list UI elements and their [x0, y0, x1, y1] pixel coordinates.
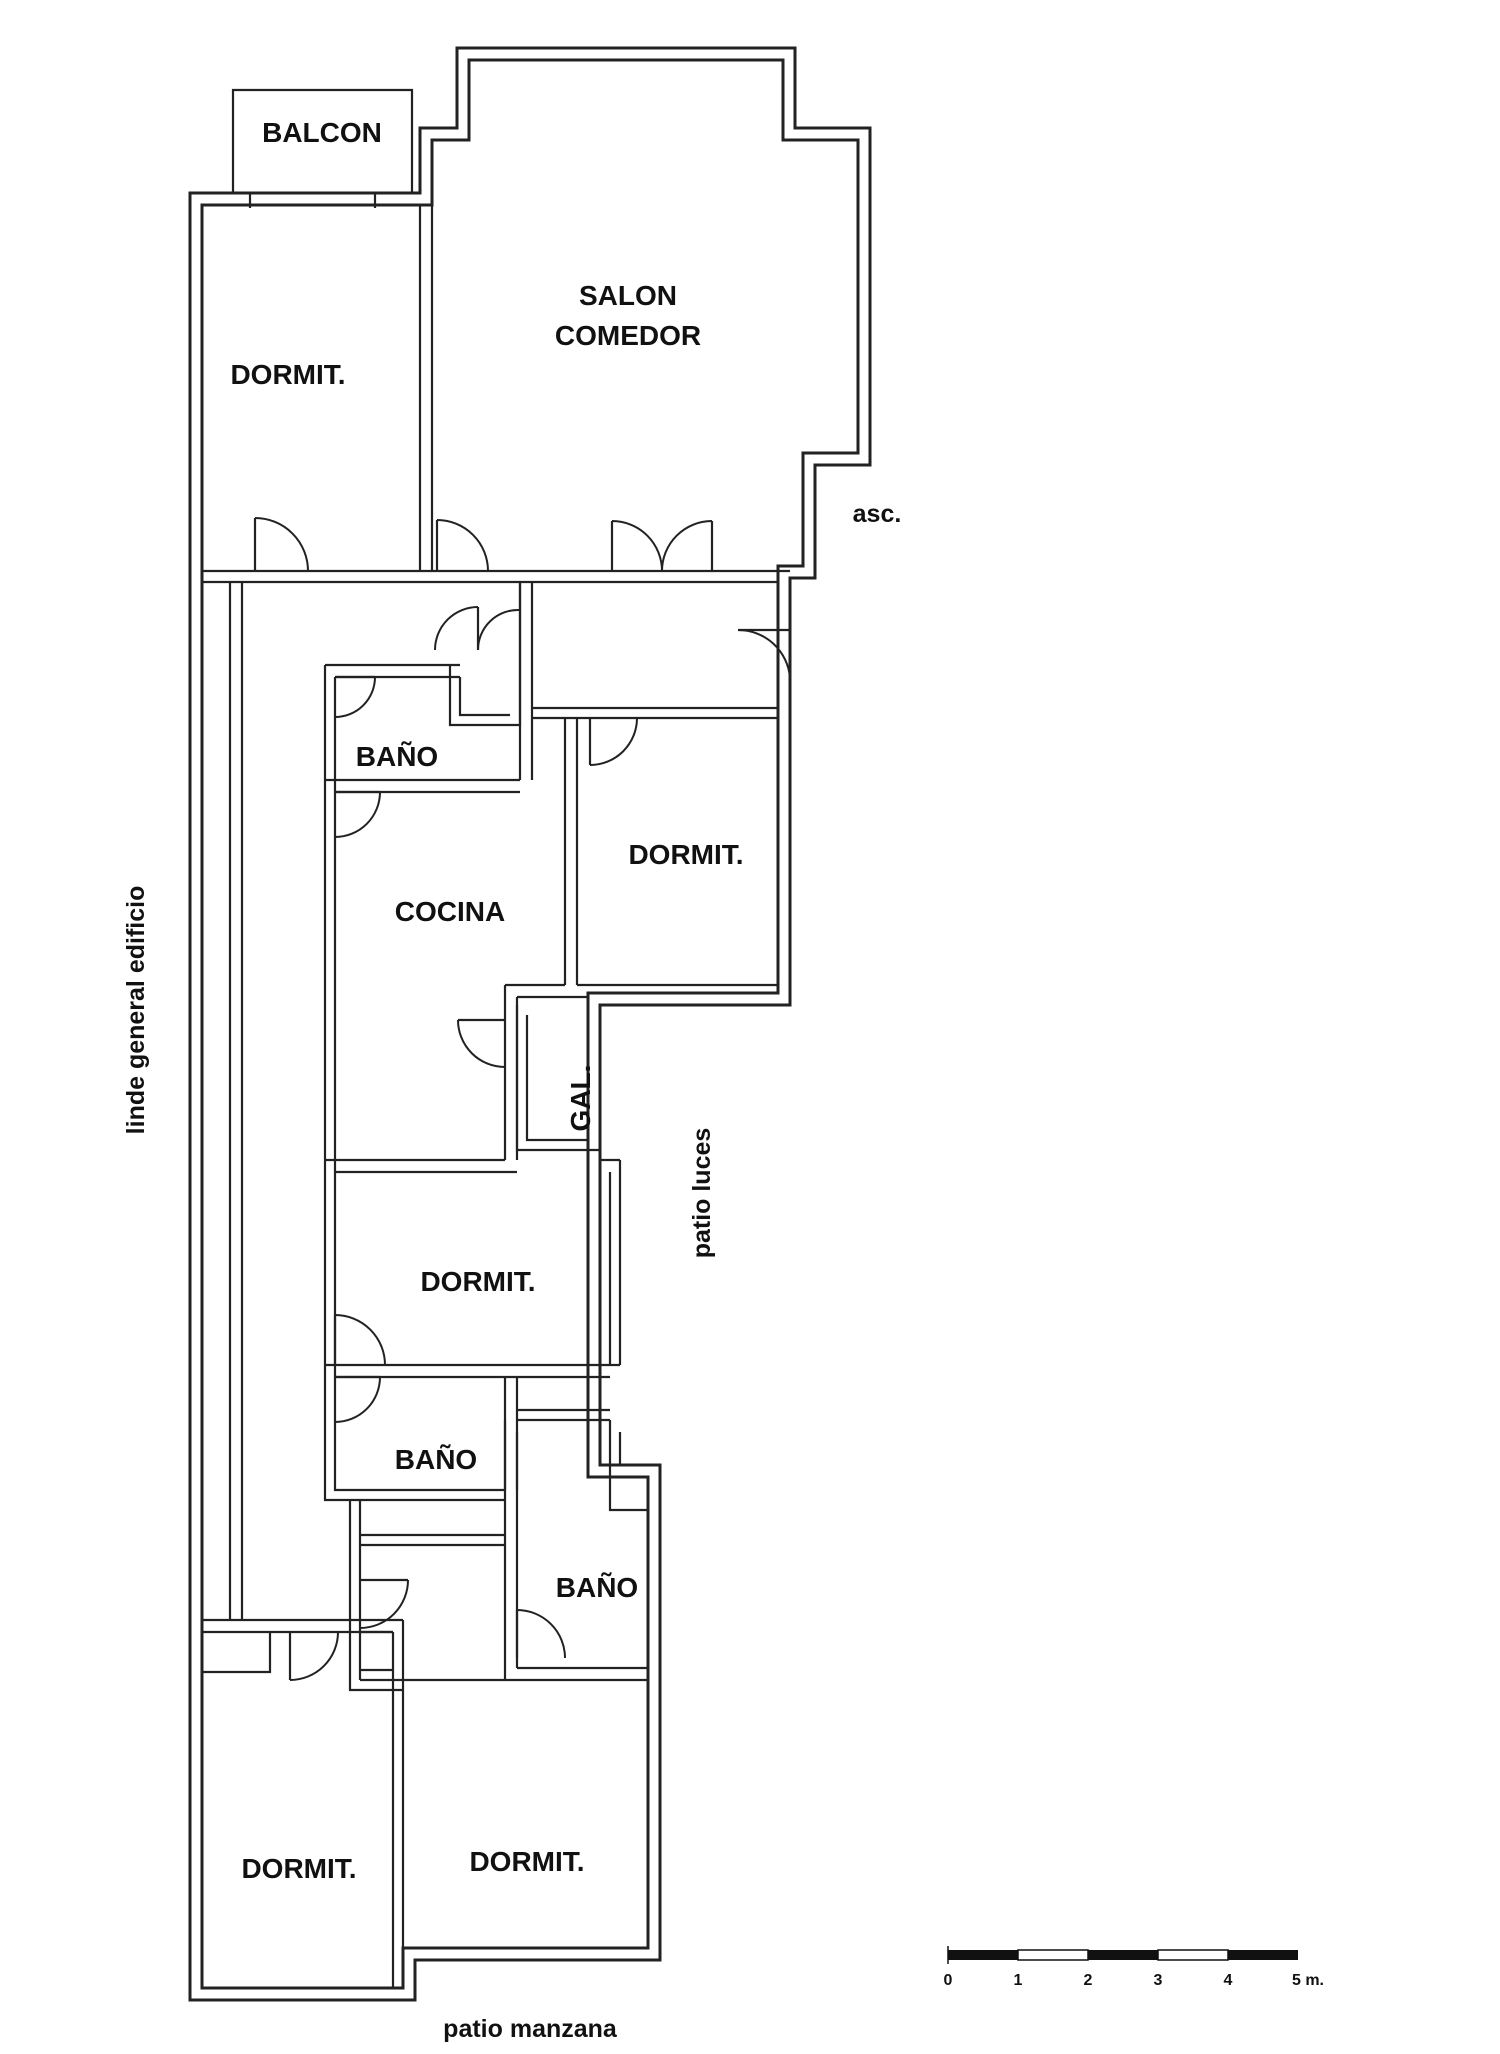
closet-1: [448, 582, 522, 727]
door[interactable]: [334, 1375, 381, 1423]
bano-2-label: BAÑO: [395, 1444, 477, 1475]
bath-2-walls: [503, 1377, 610, 1490]
door[interactable]: [288, 1631, 339, 1681]
scale-tick-label: 4: [1224, 1972, 1233, 1989]
gal-label: GAL.: [565, 1065, 596, 1132]
salon-label: SALON: [579, 280, 677, 311]
comedor-label: COMEDOR: [555, 320, 701, 351]
door[interactable]: [333, 1314, 386, 1366]
hall-walls: [532, 706, 778, 720]
kitchen-walls: [503, 718, 778, 1160]
door[interactable]: [515, 1609, 566, 1659]
scale-tick-label: 1: [1014, 1972, 1023, 1989]
dormit-middle-label: DORMIT.: [420, 1266, 535, 1297]
door[interactable]: [334, 790, 381, 838]
door[interactable]: [434, 606, 521, 651]
doors: [253, 517, 791, 1681]
dormit-bottom-right-label: DORMIT.: [469, 1846, 584, 1877]
door[interactable]: [334, 675, 376, 718]
bottom-dormit-walls: [202, 1618, 505, 1988]
dormit-top-label: DORMIT.: [230, 359, 345, 390]
scale-bar: 0 1 2 3 4 5 m.: [944, 1946, 1324, 1989]
bath-3-walls: [503, 1420, 648, 1682]
dormit-right-label: DORMIT.: [628, 839, 743, 870]
door[interactable]: [359, 1578, 409, 1629]
patio-manzana-label: patio manzana: [443, 2015, 618, 2043]
door[interactable]: [253, 517, 309, 572]
scale-tick-label: 2: [1084, 1972, 1093, 1989]
bano-1-label: BAÑO: [356, 741, 438, 772]
door[interactable]: [737, 628, 791, 679]
door[interactable]: [588, 717, 638, 766]
bano-3-label: BAÑO: [556, 1572, 638, 1603]
lower-corridor-walls: [348, 1500, 505, 1680]
scale-tick-label: 3: [1154, 1972, 1163, 1989]
scale-tick-label: 5 m.: [1292, 1972, 1324, 1989]
cocina-label: COCINA: [395, 896, 505, 927]
linde-label: linde general edificio: [122, 886, 150, 1135]
upper-interior-walls: [202, 140, 790, 584]
scale-tick-label: 0: [944, 1972, 953, 1989]
asc-label: asc.: [853, 500, 902, 528]
outer-walls: [188, 46, 872, 2002]
patio-luces-label: patio luces: [688, 1128, 716, 1259]
plan-notes: asc. linde general edificio patio luces …: [122, 500, 901, 2043]
door[interactable]: [661, 520, 714, 572]
corridor-walls: [228, 582, 505, 1620]
door[interactable]: [457, 1018, 506, 1068]
door[interactable]: [435, 519, 489, 572]
room-labels: BALCON SALON COMEDOR DORMIT. BAÑO COCINA…: [230, 117, 743, 1884]
balcon-label: BALCON: [262, 117, 382, 148]
dormit-bottom-left-label: DORMIT.: [241, 1853, 356, 1884]
balcony: [231, 88, 414, 208]
door[interactable]: [610, 520, 663, 572]
gallery-walls: [515, 1005, 600, 1152]
